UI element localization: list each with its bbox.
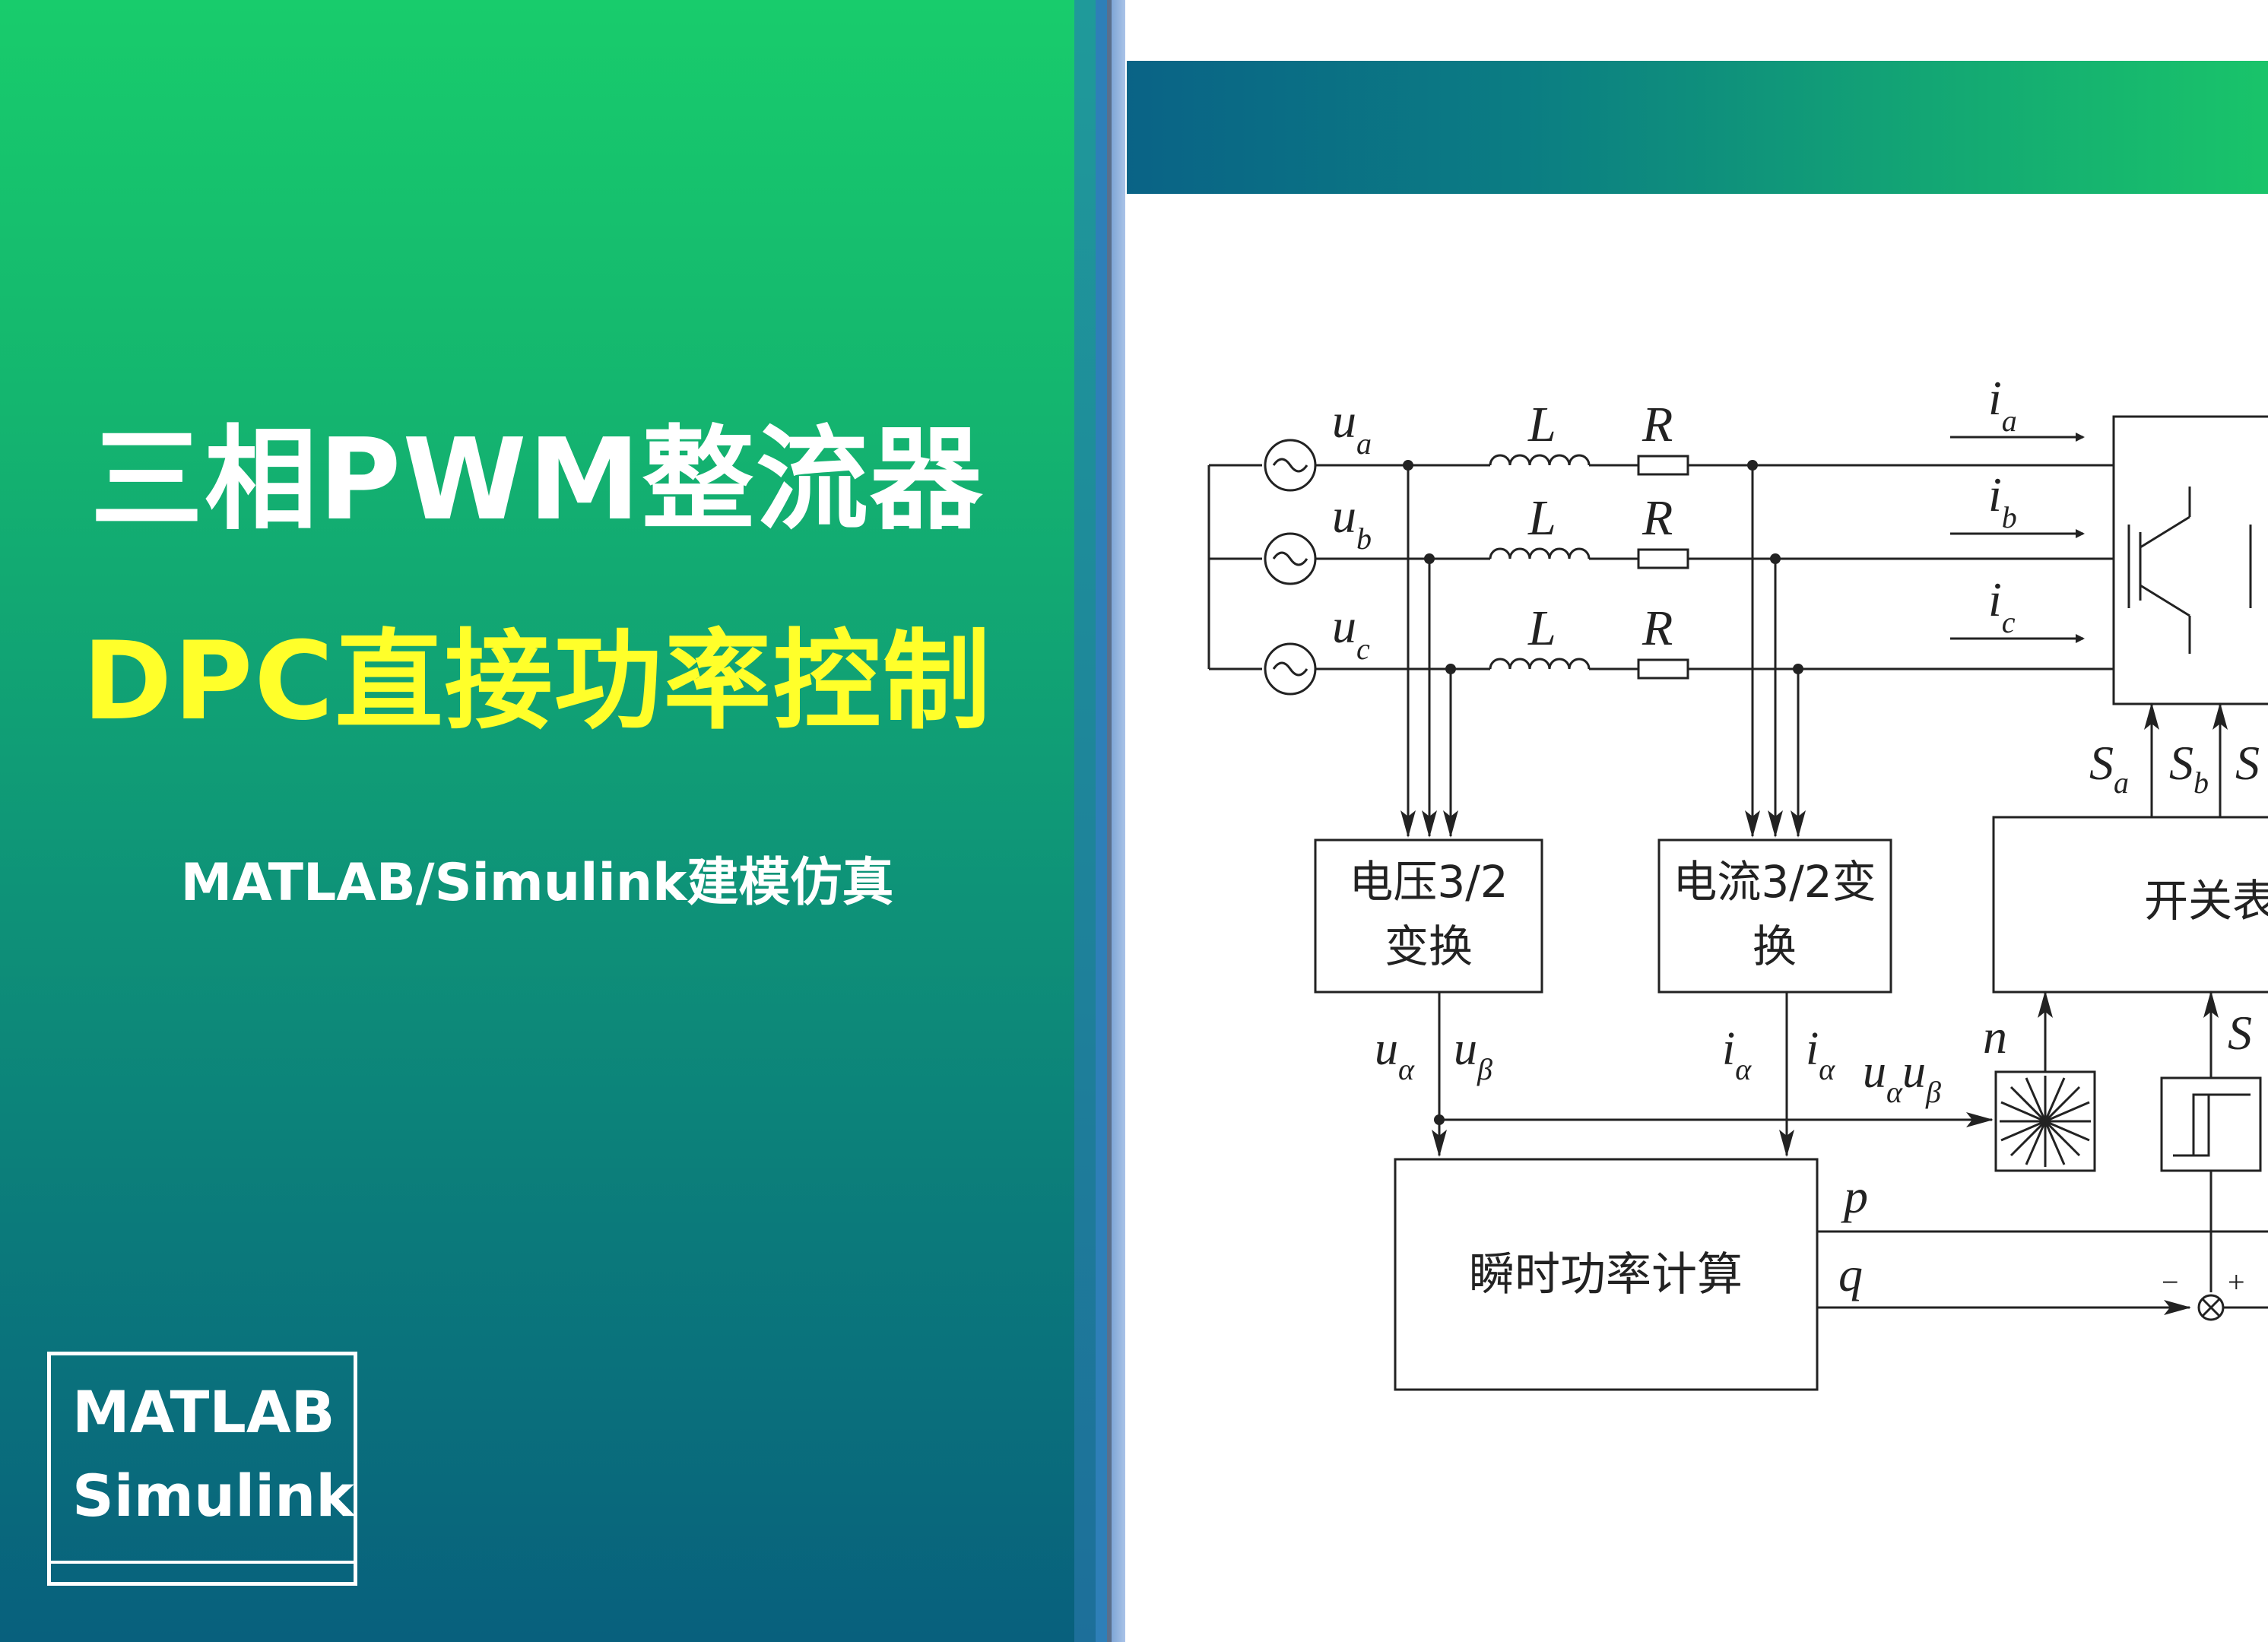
signal-i-alpha: iα xyxy=(1722,1023,1752,1086)
igbt-icon xyxy=(2140,515,2190,549)
igbt-icon xyxy=(2140,584,2190,617)
current-transform-block xyxy=(1657,838,1892,994)
signal-u-beta: uβ xyxy=(1454,1023,1492,1086)
inductor-label-a: L xyxy=(1527,397,1556,452)
resistor-a-icon xyxy=(1637,455,1689,476)
converter-box xyxy=(2112,415,2268,705)
hysteresis-icon xyxy=(2192,1093,2228,1155)
voltage-transform-line1: 电压3/2 xyxy=(1349,856,1508,908)
inductor-b-icon xyxy=(1489,547,1591,559)
header-band xyxy=(1127,61,2268,194)
inductor-c-icon xyxy=(1489,658,1591,670)
switch-signal-sb: Sb xyxy=(2169,736,2209,800)
sum-plus-sign: + xyxy=(2228,1265,2245,1299)
power-calc-label: 瞬时功率计算 xyxy=(1469,1248,1743,1301)
divider-bar xyxy=(1112,0,1125,1642)
left-panel: 三相PWM整流器 DPC直接功率控制 MATLAB/Simulink建模仿真 M… xyxy=(0,0,1074,1642)
junction-dot xyxy=(1793,664,1803,674)
resistor-label-a: R xyxy=(1642,397,1673,452)
resistor-label-c: R xyxy=(1642,601,1673,656)
switch-table-block xyxy=(1992,816,2268,994)
inductor-label-b: L xyxy=(1527,490,1556,546)
junction-dot xyxy=(1747,460,1758,471)
current-label-c: ic xyxy=(1988,572,2016,639)
junction-dot xyxy=(1434,1114,1445,1125)
divider-bar xyxy=(1074,0,1096,1642)
switch-table-label: 开关表 xyxy=(2144,875,2268,927)
inductor-a-icon xyxy=(1489,454,1591,466)
voltage-transform-line2: 变换 xyxy=(1385,921,1473,972)
resistor-c-icon xyxy=(1637,658,1689,680)
badge-line-simulink: Simulink xyxy=(72,1462,354,1529)
source-label-b: ub xyxy=(1332,489,1372,556)
signal-p: p xyxy=(1841,1169,1868,1223)
switch-signal-sc: S xyxy=(2235,736,2260,790)
power-calc-block xyxy=(1394,1158,1819,1391)
resistor-b-icon xyxy=(1637,548,1689,569)
current-label-a: ia xyxy=(1988,371,2017,438)
junction-dot xyxy=(1445,664,1456,674)
source-label-a: ua xyxy=(1332,394,1372,461)
slide-subtitle: DPC直接功率控制 xyxy=(82,619,992,744)
inductor-label-c: L xyxy=(1527,601,1556,656)
current-transform-line1: 电流3/2变 xyxy=(1673,856,1876,908)
junction-dot xyxy=(1403,460,1413,471)
signal-i-alpha-2: iα xyxy=(1806,1023,1835,1086)
source-label-c: uc xyxy=(1332,599,1370,666)
junction-dot xyxy=(1424,553,1435,564)
signal-u-alpha-beta: uαuβ xyxy=(1863,1046,1941,1109)
badge-line-matlab: MATLAB xyxy=(72,1378,335,1446)
voltage-transform-block xyxy=(1314,838,1543,994)
sine-wave-icon xyxy=(1272,551,1308,566)
summation-icon xyxy=(2201,1298,2221,1317)
current-transform-line2: 换 xyxy=(1753,921,1797,972)
current-label-b: ib xyxy=(1988,468,2017,534)
matlab-simulink-badge: MATLAB Simulink xyxy=(47,1352,357,1586)
junction-dot xyxy=(1770,553,1781,564)
sine-wave-icon xyxy=(1272,661,1308,677)
sine-wave-icon xyxy=(1272,458,1308,473)
slide-title: 三相PWM整流器 xyxy=(90,414,984,545)
signal-n: n xyxy=(1983,1010,2007,1063)
switch-signal-sa: Sa xyxy=(2089,736,2129,800)
hysteresis-icon xyxy=(2173,1093,2251,1157)
sum-minus-sign: − xyxy=(2162,1265,2179,1299)
slide-tagline: MATLAB/Simulink建模仿真 xyxy=(180,853,894,913)
signal-u-alpha: uα xyxy=(1375,1023,1415,1086)
resistor-label-b: R xyxy=(1642,490,1673,546)
divider-bar xyxy=(1096,0,1107,1642)
sector-star-icon xyxy=(2000,1101,2090,1142)
signal-q: q xyxy=(1838,1247,1863,1301)
hysteresis-block xyxy=(2160,1076,2262,1172)
divider-bar xyxy=(1107,0,1112,1642)
divider-bars xyxy=(1074,0,1125,1642)
badge-rule xyxy=(51,1561,354,1564)
signal-s-right: S xyxy=(2228,1006,2252,1060)
